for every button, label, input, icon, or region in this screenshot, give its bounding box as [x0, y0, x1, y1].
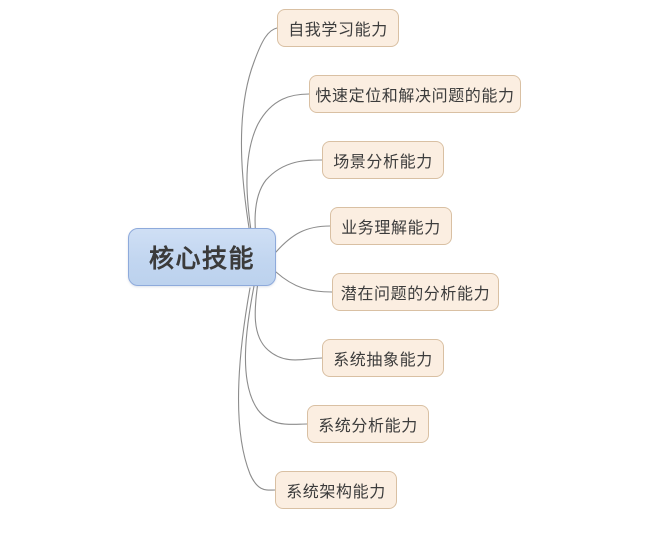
edge-to-business-understanding	[275, 225, 331, 253]
branch-node-label: 快速定位和解决问题的能力	[315, 88, 515, 105]
edge-to-potential-problem	[275, 271, 333, 293]
branch-node-label: 系统分析能力	[318, 418, 418, 435]
branch-node-label: 业务理解能力	[341, 220, 441, 237]
branch-node-potential-problem-analysis[interactable]: 潜在问题的分析能力	[332, 273, 499, 311]
mindmap-root-node[interactable]: 核心技能	[128, 228, 276, 286]
root-node-label: 核心技能	[148, 245, 255, 273]
branch-node-system-analysis[interactable]: 系统分析能力	[307, 405, 429, 443]
branch-node-label: 系统抽象能力	[333, 352, 433, 369]
branch-node-label: 系统架构能力	[286, 484, 386, 501]
edge-to-problem-solving	[246, 93, 310, 251]
edge-to-system-analysis	[244, 285, 308, 425]
branch-node-scenario-analysis[interactable]: 场景分析能力	[322, 141, 444, 179]
branch-node-label: 场景分析能力	[333, 154, 433, 171]
branch-node-label: 自我学习能力	[288, 22, 388, 39]
edge-to-self-learning	[240, 27, 278, 247]
branch-node-system-abstraction[interactable]: 系统抽象能力	[322, 339, 444, 377]
branch-node-business-understanding[interactable]: 业务理解能力	[330, 207, 452, 245]
branch-node-self-learning[interactable]: 自我学习能力	[277, 9, 399, 47]
branch-node-system-architecture[interactable]: 系统架构能力	[275, 471, 397, 509]
edge-to-system-architecture	[237, 287, 276, 491]
edge-to-system-abstraction	[254, 281, 323, 361]
branch-node-label: 潜在问题的分析能力	[340, 286, 491, 303]
branch-node-problem-solving[interactable]: 快速定位和解决问题的能力	[309, 75, 521, 113]
